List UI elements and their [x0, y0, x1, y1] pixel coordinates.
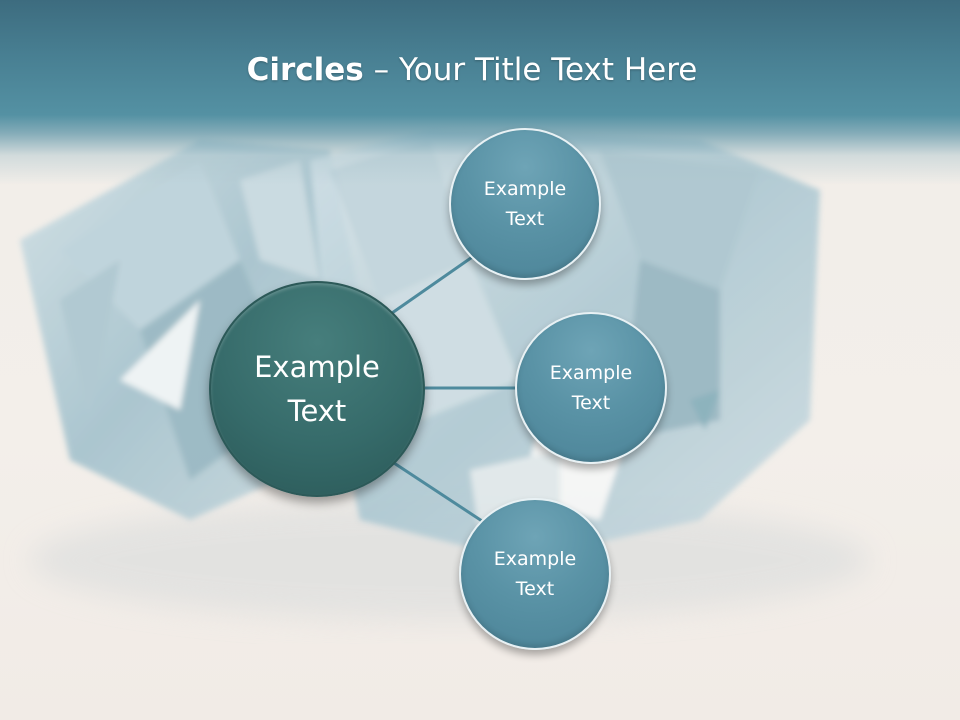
connector-bottom [393, 461, 483, 523]
satellite-circle-label: Example Text [493, 548, 577, 600]
title-rest-part: – Your Title Text Here [363, 52, 698, 88]
center-circle-label: Example Text [254, 350, 380, 428]
satellite-circle-bottom[interactable]: Example Text [459, 498, 611, 650]
center-circle[interactable]: Example Text [209, 281, 425, 497]
title-bold-part: Circles [246, 52, 364, 88]
satellite-circle-top[interactable]: Example Text [449, 128, 601, 280]
slide-title[interactable]: Circles – Your Title Text Here [0, 52, 944, 88]
satellite-circle-label: Example Text [549, 362, 633, 414]
satellite-circle-label: Example Text [483, 178, 567, 230]
connector-top [391, 251, 479, 315]
satellite-circle-middle[interactable]: Example Text [515, 312, 667, 464]
